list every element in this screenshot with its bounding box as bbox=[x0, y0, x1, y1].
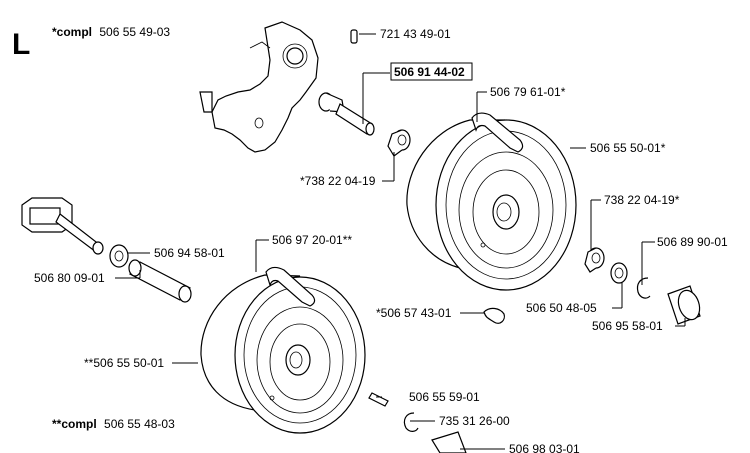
bushing-right bbox=[584, 247, 605, 273]
label-spacer-left: 506 80 09-01 bbox=[34, 271, 105, 285]
header-compl-prefix: *compl bbox=[52, 25, 92, 39]
leader-lines bbox=[115, 33, 686, 450]
label-cap-right: 506 95 58-01 bbox=[592, 319, 663, 333]
pin-bottom bbox=[368, 392, 389, 407]
cap-right bbox=[667, 285, 701, 325]
clip bbox=[483, 307, 505, 324]
section-letter: L bbox=[12, 28, 30, 61]
label-washer-mid-right: 506 50 48-05 bbox=[526, 301, 597, 315]
footer-compl-prefix: **compl bbox=[52, 417, 97, 431]
axle-left bbox=[21, 197, 104, 255]
wheel-lower bbox=[200, 266, 366, 434]
label-wheel-top: 506 55 50-01* bbox=[590, 141, 666, 155]
label-tire-top: 506 79 61-01* bbox=[490, 85, 566, 99]
label-pin-bottom: 506 55 59-01 bbox=[409, 390, 480, 404]
frame-bracket bbox=[199, 21, 319, 153]
header-compl-number: 506 55 49-03 bbox=[99, 25, 170, 39]
pin-top bbox=[350, 29, 358, 44]
label-wheel-bottom: **506 55 50-01 bbox=[84, 356, 164, 370]
washer-right bbox=[636, 277, 651, 299]
bushing-top bbox=[387, 129, 411, 157]
label-clip: *506 57 43-01 bbox=[376, 306, 452, 320]
label-cap-bottom: 506 98 03-01 bbox=[509, 442, 580, 453]
label-axle-boxed: 506 91 44-02 bbox=[394, 65, 465, 79]
label-washer-right: 506 89 90-01 bbox=[657, 235, 728, 249]
label-ring-bottom: 735 31 26-00 bbox=[439, 414, 510, 428]
label-pin-top: 721 43 49-01 bbox=[380, 27, 451, 41]
axle-top bbox=[318, 92, 375, 136]
ring-bottom bbox=[403, 412, 419, 432]
label-washer-left: 506 94 58-01 bbox=[154, 246, 225, 260]
axle-label-box bbox=[390, 62, 473, 81]
label-bushing-right: 738 22 04-19* bbox=[604, 193, 680, 207]
washer-left bbox=[109, 244, 129, 268]
svg-text:**compl 506 55 48-03: **compl 506 55 48-03 bbox=[52, 417, 175, 431]
wheel-upper bbox=[406, 112, 577, 291]
washer-mid-right bbox=[610, 262, 628, 284]
label-bushing-top: *738 22 04-19 bbox=[300, 174, 376, 188]
svg-text:*compl 506 55 49-03: *compl 506 55 49-03 bbox=[52, 25, 170, 39]
label-tire-bottom: 506 97 20-01** bbox=[272, 233, 352, 247]
spacer-left bbox=[128, 259, 192, 303]
cap-bottom bbox=[431, 431, 467, 453]
footer-compl-number: 506 55 48-03 bbox=[104, 417, 175, 431]
